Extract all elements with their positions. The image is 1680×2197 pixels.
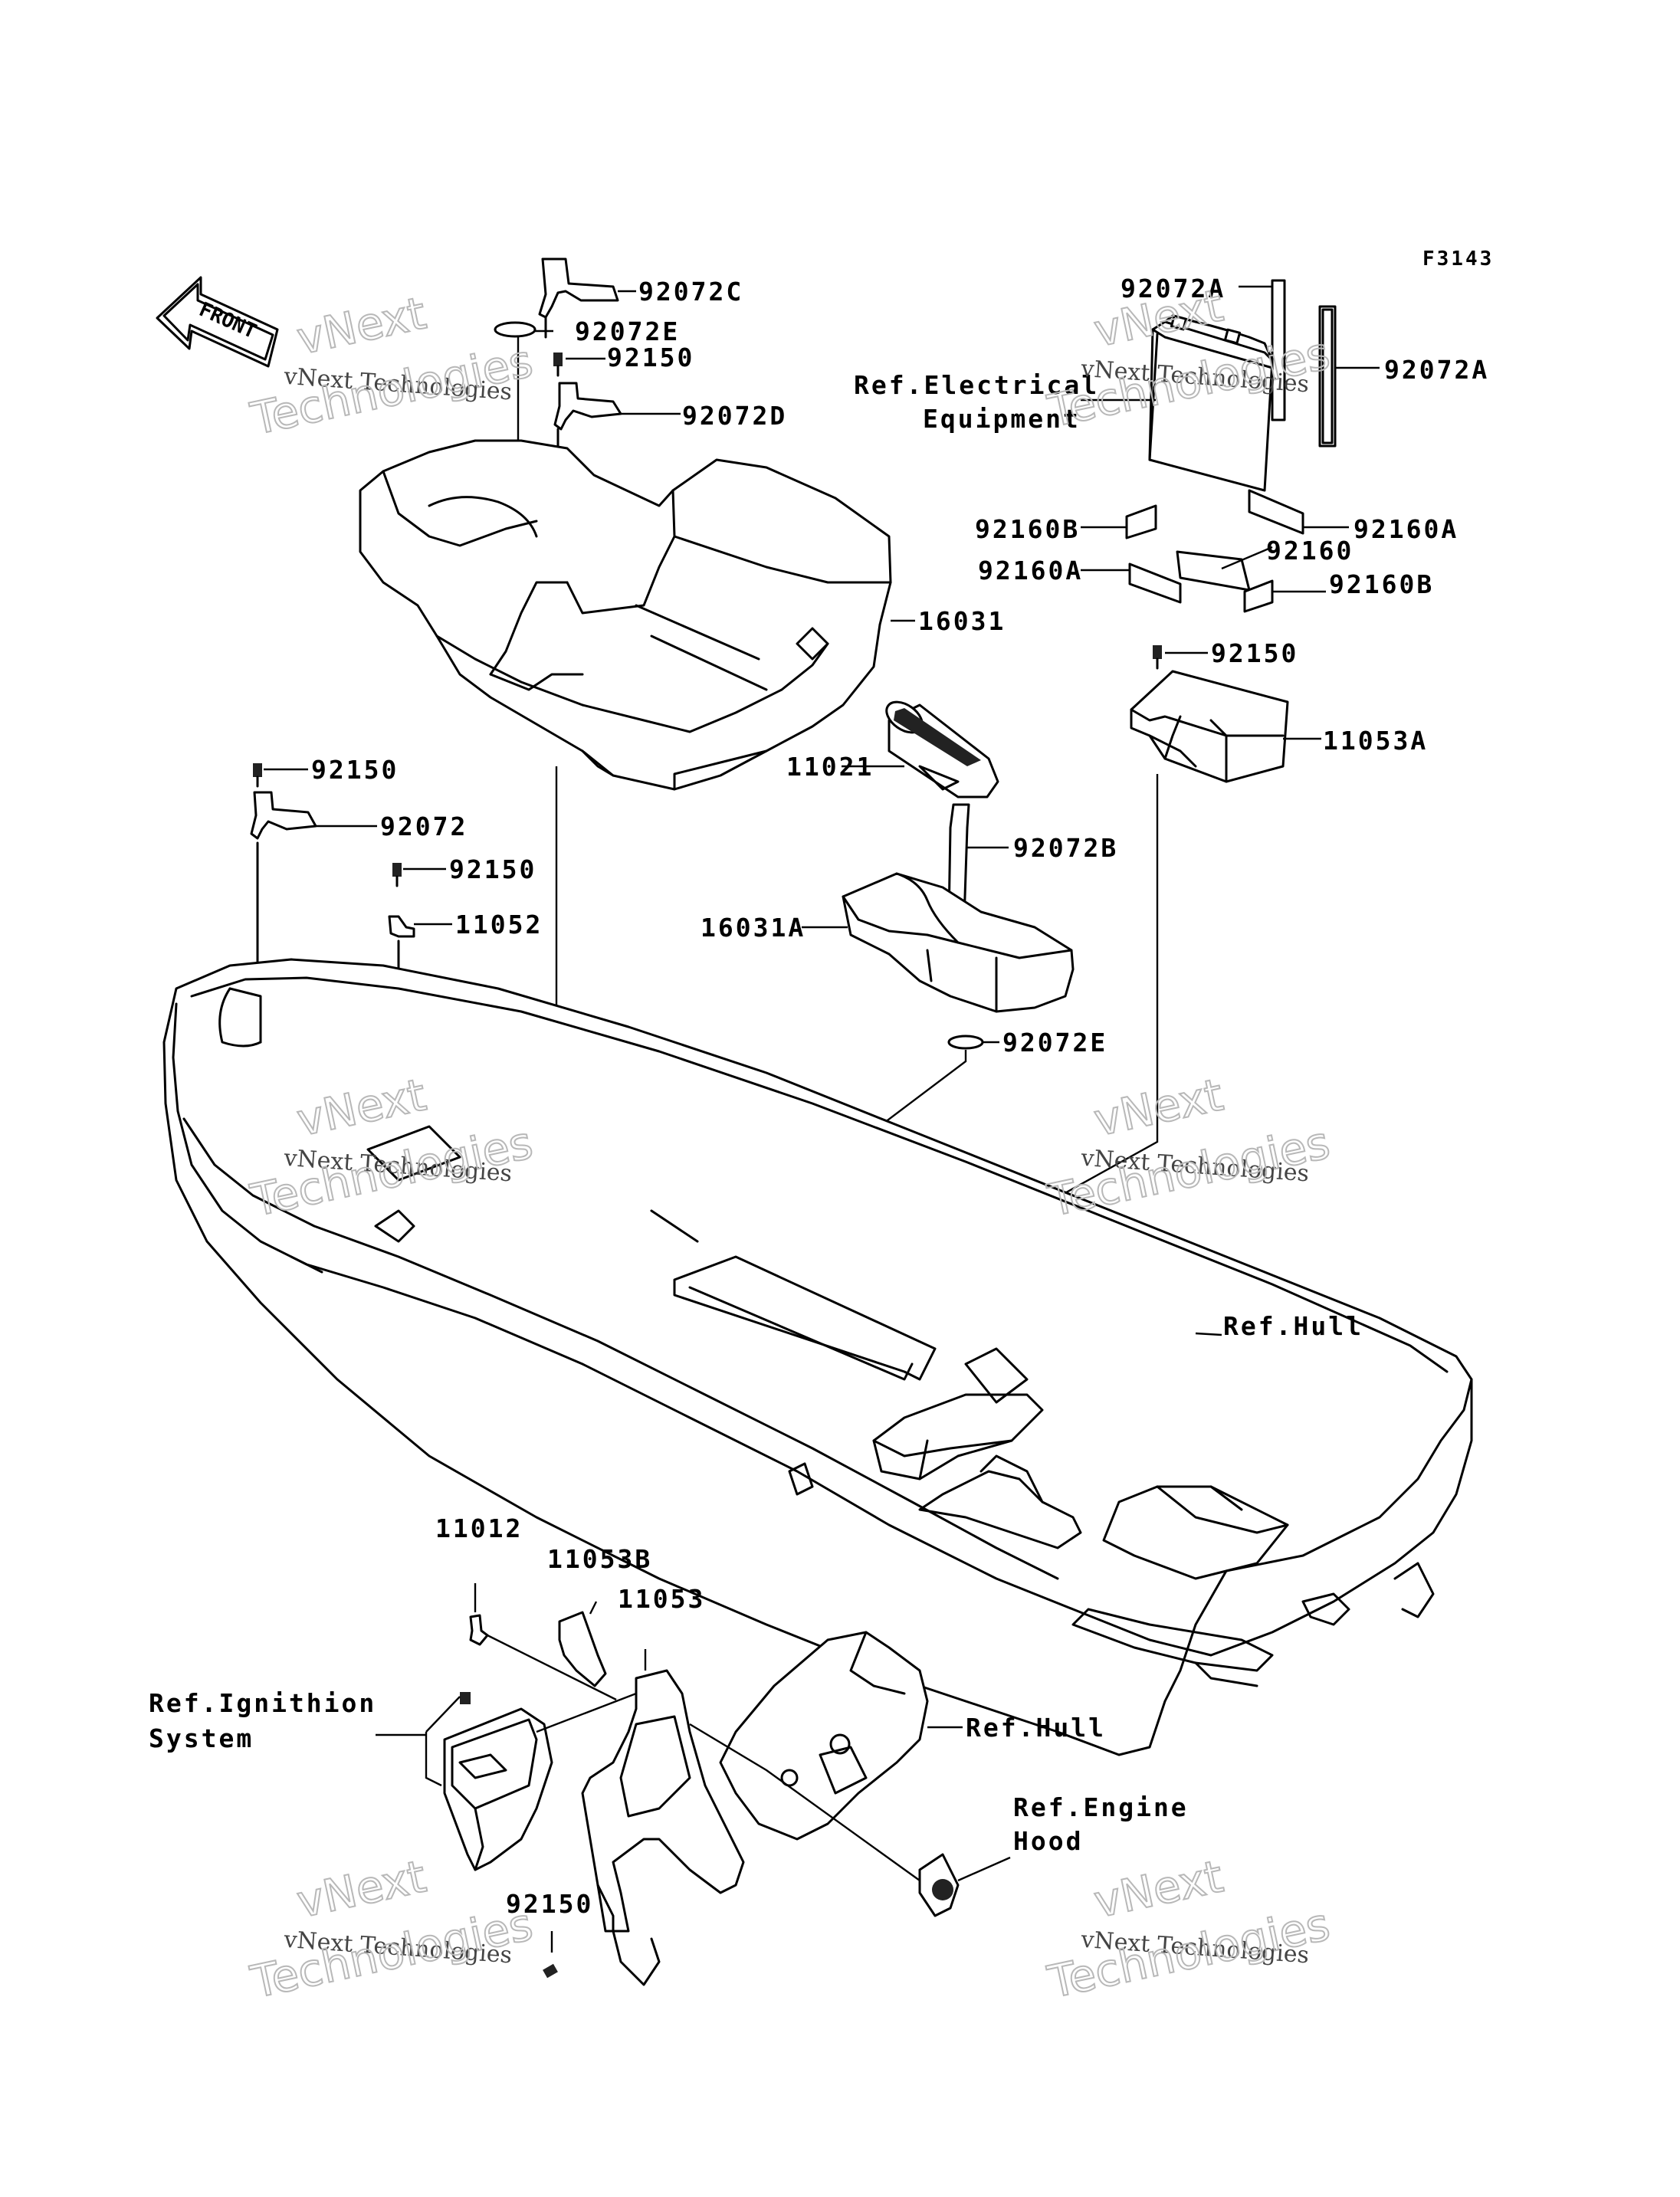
label-92072c: 92072C — [638, 277, 743, 307]
label-92160a-right: 92160A — [1354, 514, 1459, 544]
label-92072e-top: 92072E — [575, 316, 680, 346]
label-92150-top: 92150 — [607, 343, 694, 372]
bracket-11053b — [558, 1601, 607, 1687]
strap-92072a-left — [1271, 279, 1286, 421]
label-ref-ignition-1: Ref.Ignithion — [149, 1688, 376, 1718]
bolt-92150-bottom — [543, 1931, 558, 1979]
tray-16031a — [802, 872, 1075, 1013]
label-92160: 92160 — [1266, 536, 1354, 566]
label-ref-hull-main: Ref.Hull — [1223, 1311, 1363, 1341]
label-92150-left: 92150 — [311, 755, 399, 785]
label-ref-engine-hood-2: Hood — [1013, 1826, 1083, 1856]
label-92160b-right: 92160B — [1329, 569, 1434, 599]
label-ref-ignition-2: System — [149, 1723, 254, 1753]
watermark-big-top: vNext — [293, 287, 431, 365]
watermark-big-top: vNext — [1090, 1850, 1228, 1928]
bracket-92072c — [538, 257, 619, 339]
label-92150-battery: 92150 — [1211, 638, 1298, 668]
bracket-11053 — [581, 1649, 745, 1986]
label-ref-electrical-1: Ref.Electrical — [854, 370, 1099, 400]
label-11021: 11021 — [786, 752, 874, 782]
watermark-big-bottom: Technologies — [246, 1898, 537, 2008]
watermark-mid-right: vNext vNext Technologies Technologies — [1042, 1067, 1335, 1228]
front-arrow-icon: FRONT — [156, 276, 279, 368]
label-92072: 92072 — [380, 812, 468, 841]
battery — [1148, 314, 1274, 492]
label-92072a-left: 92072A — [1121, 274, 1226, 303]
leader-lines-battery — [1081, 285, 1380, 593]
label-ref-hull-small: Ref.Hull — [966, 1713, 1106, 1743]
ignition-box — [376, 1692, 553, 1871]
label-11052: 11052 — [455, 910, 543, 939]
label-92072a-right: 92072A — [1384, 355, 1489, 385]
hull — [162, 958, 1473, 1756]
label-92072e-mid: 92072E — [1002, 1028, 1107, 1058]
clip-92072e-top — [494, 321, 536, 338]
label-11053a: 11053A — [1323, 726, 1428, 756]
label-92160b-left: 92160B — [975, 514, 1080, 544]
label-ref-engine-hood-1: Ref.Engine — [1013, 1792, 1189, 1822]
label-ref-electrical-2: Equipment — [923, 404, 1081, 434]
label-92150-mid: 92150 — [449, 854, 536, 884]
label-92072b: 92072B — [1013, 833, 1118, 863]
bolt-92150-left — [253, 763, 308, 788]
label-92072d: 92072D — [682, 401, 787, 431]
watermark-top-left: vNext vNext Technologies Technologies — [245, 286, 538, 446]
label-11053: 11053 — [618, 1584, 705, 1614]
label-92160a-left: 92160A — [978, 556, 1083, 585]
leader-lines-ignition — [487, 1634, 920, 1881]
watermark-big-bottom: Technologies — [1043, 1117, 1334, 1227]
watermark-bottom-right: vNext vNext Technologies Technologies — [1042, 1849, 1335, 2009]
label-16031: 16031 — [918, 606, 1006, 636]
watermark-big-top: vNext — [1090, 1068, 1228, 1146]
bolt-92150-mid — [392, 863, 446, 887]
label-16031a: 16031A — [701, 913, 806, 943]
figure-id: F3143 — [1422, 248, 1494, 271]
watermark-big-bottom: Technologies — [1043, 1898, 1334, 2008]
screw-11012 — [469, 1583, 489, 1646]
strap-92072a-right — [1318, 305, 1337, 448]
label-11012: 11012 — [435, 1513, 523, 1543]
watermark-big-top: vNext — [293, 1850, 431, 1928]
tool-kit-11021 — [842, 700, 999, 798]
label-92150-bottom: 92150 — [506, 1889, 593, 1919]
bolt-92150-top — [553, 353, 563, 377]
watermark-bottom-left: vNext vNext Technologies Technologies — [245, 1849, 538, 2009]
label-11053b: 11053B — [547, 1544, 652, 1574]
engine-hood-piece — [719, 1631, 1011, 1917]
watermark-big-bottom: Technologies — [246, 335, 537, 445]
pads-92160 — [1125, 489, 1304, 613]
